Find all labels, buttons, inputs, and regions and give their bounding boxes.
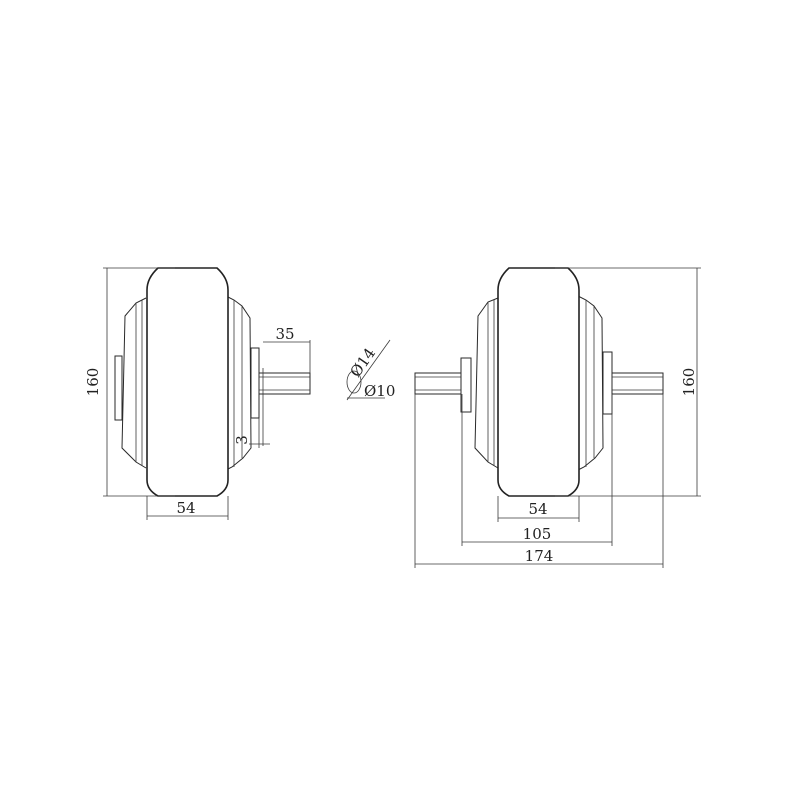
- left-view-shaft: [258, 368, 311, 446]
- right-view-overall-width-label: 174: [525, 547, 554, 565]
- right-view-right-shaft: [611, 372, 664, 395]
- right-view-left-shaft: [414, 357, 472, 413]
- left-view-shaft-length-dimension: 35: [263, 325, 311, 373]
- shaft-diameter-callout: Ø14 Ø10: [346, 339, 395, 401]
- right-view-left-hub: [474, 297, 499, 469]
- left-view-shaft-step-dimension: 3: [233, 418, 270, 448]
- left-view-width-dimension: 54: [146, 496, 229, 520]
- left-view-height-label: 160: [84, 368, 102, 397]
- left-view-tire: [146, 267, 229, 497]
- right-view-tire-width-dimension: 54: [497, 496, 580, 522]
- right-view-hub-width-dimension: 105: [461, 394, 613, 546]
- left-view-width-label: 54: [176, 499, 195, 517]
- right-view-tire-width-label: 54: [528, 500, 547, 518]
- left-view-shaft-step-label: 3: [233, 435, 251, 445]
- right-view-tire: [497, 267, 580, 497]
- shaft-diameter-inner-label: Ø10: [364, 382, 395, 400]
- left-view: 160 54 35 3 Ø14 Ø10: [84, 267, 395, 520]
- right-view-overall-width-dimension: 174: [414, 394, 664, 568]
- left-view-left-hub: [114, 297, 147, 469]
- right-view-height-label: 160: [680, 368, 698, 397]
- right-view: 160 54 105 174: [414, 267, 701, 568]
- right-view-right-hub: [577, 295, 613, 471]
- left-view-height-dimension: 160: [84, 267, 175, 497]
- right-view-hub-width-label: 105: [523, 525, 552, 543]
- left-view-shaft-length-label: 35: [275, 325, 294, 343]
